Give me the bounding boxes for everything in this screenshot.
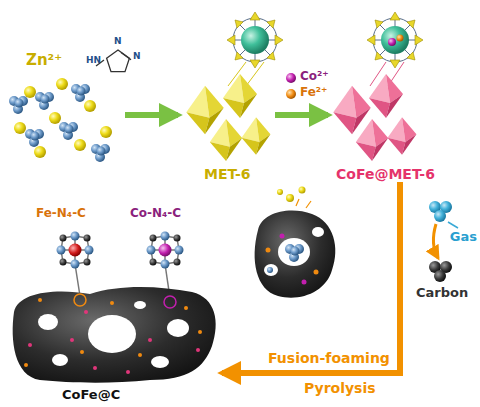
pyrolysis-arrow [222,182,400,373]
ion-label: Co²⁺ [300,70,329,84]
process-label: Fusion-foaming [268,350,390,366]
atom-label: HN [86,55,101,65]
iron-ion [286,89,296,99]
fe-n4-site [57,232,94,297]
atom-label: N [133,51,141,61]
foaming-carbon [255,187,336,298]
met6-crystals [186,12,283,161]
site-label: Co-N₄-C [130,207,181,221]
species-label: Gas [450,230,477,245]
ion-label: Fe²⁺ [300,86,327,100]
triazole-molecule [96,50,131,72]
precursor-spheres [9,78,112,162]
step-arrow [125,112,178,118]
material-label: CoFe@C [62,388,120,403]
cobalt-ion [286,73,296,83]
cofe-met6-crystals [333,12,423,161]
ion-label: Zn²⁺ [26,52,62,69]
site-label: Fe-N₄-C [36,207,86,221]
material-label: CoFe@MET-6 [336,166,435,182]
atom-label: N [114,36,122,46]
species-label: Carbon [416,286,468,301]
material-label: MET-6 [204,166,251,182]
step-arrow [275,112,328,118]
process-label: Pyrolysis [304,380,376,396]
porous-carbon [13,287,216,383]
